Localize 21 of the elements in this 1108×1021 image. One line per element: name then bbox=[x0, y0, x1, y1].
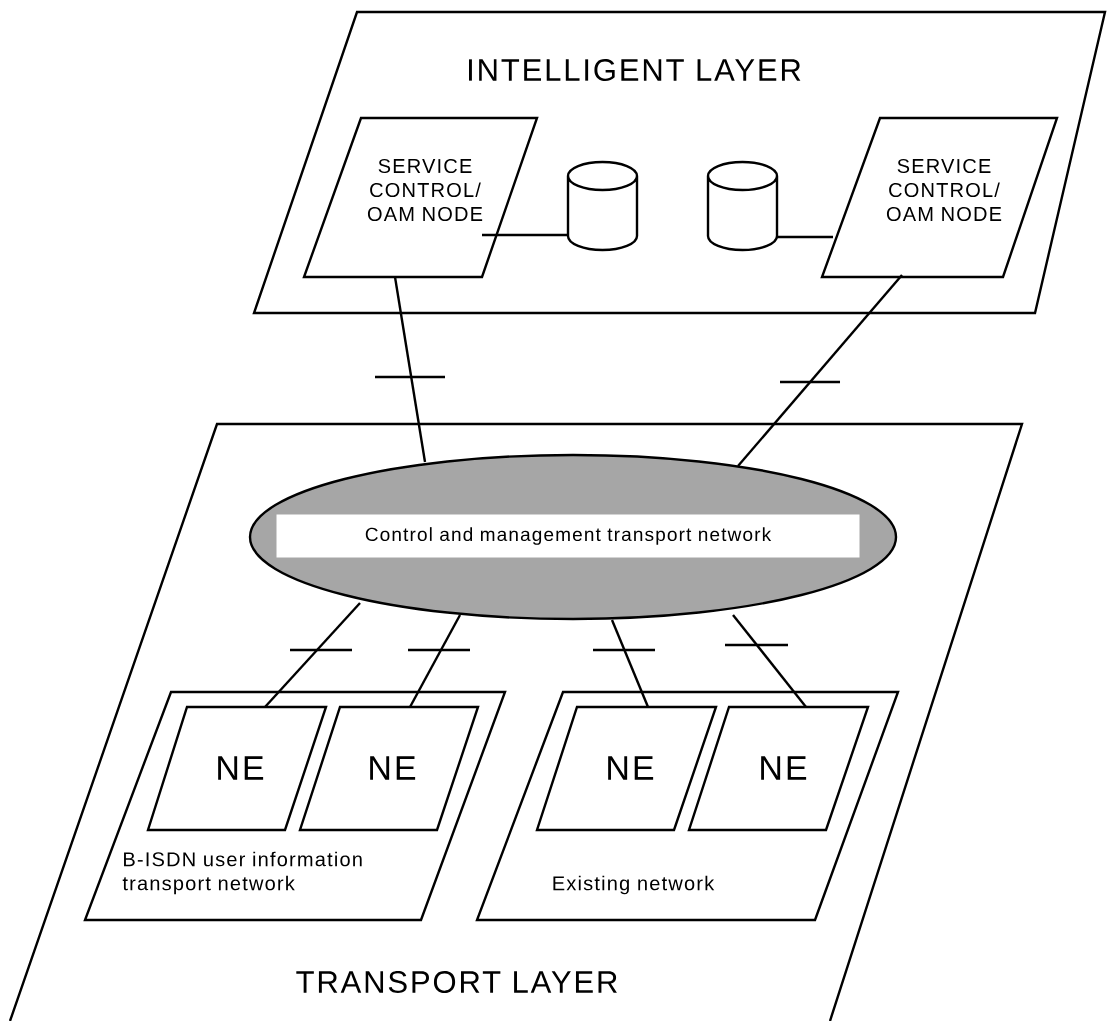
database-cylinder bbox=[706, 160, 779, 252]
connector-line bbox=[482, 233, 568, 237]
connector-line bbox=[408, 614, 462, 708]
node-label: SERVICE CONTROL/ OAM NODE bbox=[886, 158, 1002, 222]
element-label: NE bbox=[370, 756, 416, 780]
panel-label: Existing network bbox=[553, 875, 715, 895]
layer-title: TRANSPORT LAYER bbox=[296, 971, 617, 993]
connector-line bbox=[610, 619, 650, 708]
element-label: NE bbox=[608, 756, 654, 780]
ellipse-label: Control and management transport network bbox=[276, 514, 860, 558]
connector-line bbox=[732, 614, 807, 708]
element-label: NE bbox=[218, 756, 264, 780]
connector-line bbox=[393, 276, 427, 463]
connector-line bbox=[737, 274, 903, 467]
element-label: NE bbox=[761, 756, 807, 780]
layer-title: INTELLIGENT LAYER bbox=[469, 59, 801, 81]
connector-line bbox=[777, 235, 833, 239]
database-cylinder bbox=[566, 160, 639, 252]
node-label: SERVICE CONTROL/ OAM NODE bbox=[367, 158, 483, 222]
panel-label: B-ISDN user information transport network bbox=[122, 851, 362, 895]
connector-line bbox=[264, 602, 361, 708]
